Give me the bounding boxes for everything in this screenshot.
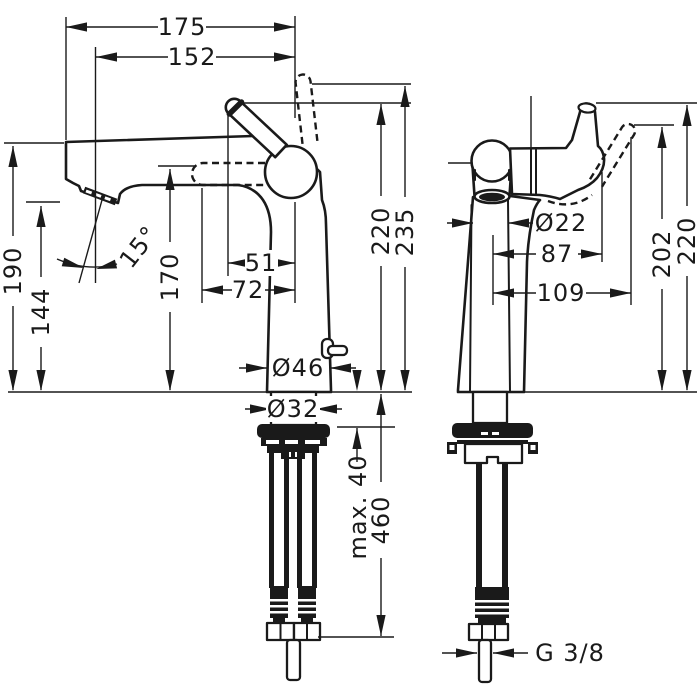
core-line-left <box>469 204 473 393</box>
dim-height-170: 170 <box>156 253 184 302</box>
dim-height-220-side: 220 <box>673 217 700 266</box>
front-view-faucet <box>8 73 412 682</box>
side-tab-hole <box>530 445 536 450</box>
flange-slot <box>266 440 279 444</box>
dim-offset-109: 109 <box>537 279 586 307</box>
dim-max-40: max. 40 <box>344 454 372 559</box>
dim-height-202: 202 <box>648 230 676 279</box>
lever-swing-arc <box>547 194 593 206</box>
dim-height-220-front: 220 <box>367 207 395 256</box>
dim-dia-46: Ø46 <box>272 354 324 382</box>
supply-hose-side <box>467 463 510 684</box>
lever-tip-opening <box>577 102 597 114</box>
spout-inner-tube <box>190 161 265 187</box>
dim-reach-aerator-152: 152 <box>168 43 217 71</box>
washer-slot <box>481 432 488 435</box>
aerator-band-slots <box>85 189 115 203</box>
dim-offset-72: 72 <box>232 276 265 304</box>
lever-lowered <box>588 122 637 188</box>
dim-height-190: 190 <box>0 247 27 296</box>
mounting-clamp <box>281 448 305 459</box>
hose-tail-pipe <box>285 638 302 682</box>
valve-arm-lever <box>508 102 606 201</box>
dim-offset-87: 87 <box>541 240 574 268</box>
dim-hose-460: 460 <box>367 496 395 545</box>
dim-thread-g38: G 3/8 <box>535 639 605 667</box>
popup-rod-arm <box>326 344 349 357</box>
spout-ball <box>470 139 514 183</box>
side-tab-hole <box>449 445 455 450</box>
handle-hub <box>263 144 319 200</box>
dim-dia-22: Ø22 <box>535 209 587 237</box>
side-view-faucet <box>447 102 697 684</box>
dim-height-144: 144 <box>27 288 55 337</box>
washer-side <box>452 423 533 438</box>
front-view-dimensions: 175 152 190 144 15° 170 5 <box>0 13 419 638</box>
dim-offset-51: 51 <box>245 249 278 277</box>
flange-slot <box>305 440 320 444</box>
aerator-opening <box>479 192 505 202</box>
mounting-washer <box>257 424 330 438</box>
hose-thread-pipe <box>477 638 493 684</box>
base-shaft-side <box>471 390 509 425</box>
handle-lever-raised <box>294 73 319 145</box>
dim-reach-175: 175 <box>158 13 207 41</box>
flange-slot <box>285 440 298 444</box>
washer-slot <box>492 432 499 435</box>
side-view-dimensions: Ø22 87 109 202 220 G 3/8 <box>442 96 700 667</box>
lever-tip-cap <box>226 99 245 117</box>
supply-hoses <box>265 452 322 682</box>
dim-height-235: 235 <box>391 208 419 257</box>
flange-bar-side <box>457 440 528 444</box>
dim-dia-32: Ø32 <box>267 395 319 423</box>
mounting-nut-side <box>463 442 524 465</box>
